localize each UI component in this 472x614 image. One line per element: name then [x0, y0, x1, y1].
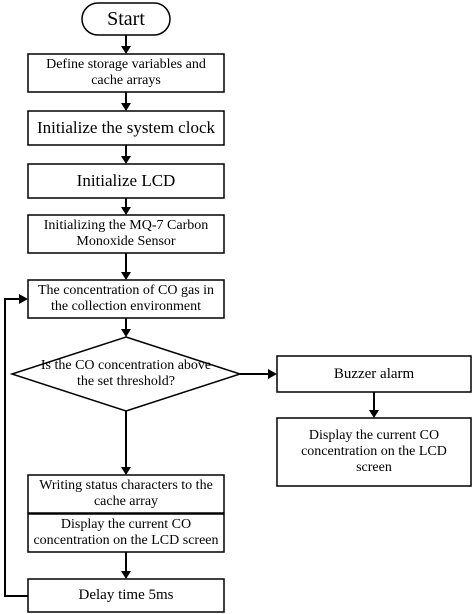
arrowhead-define-clock: [121, 103, 131, 111]
delay-box: [27, 578, 225, 613]
define-vars-label: Define storage variables and cache array…: [46, 57, 206, 88]
loop-back-connector: [4, 298, 28, 597]
define-vars-box: [27, 53, 225, 93]
arrowhead-loop-back: [19, 294, 28, 304]
display-left-label: Display the current CO concentration on …: [33, 517, 219, 548]
decision-label: Is the CO concentration above the set th…: [40, 358, 212, 389]
buzzer-label: Buzzer alarm: [333, 365, 415, 382]
read-concentration-label: The concentration of CO gas in the colle…: [37, 283, 215, 314]
arrowhead-buzzer-display: [369, 410, 379, 418]
write-status-box: [27, 474, 225, 514]
arrowhead-lcd-sensor: [121, 207, 131, 215]
arrowhead-decision-buzzer: [268, 369, 277, 379]
start-label: Start: [107, 7, 145, 30]
arrowhead-sensor-read: [121, 272, 131, 280]
init-lcd-label: Initialize LCD: [76, 171, 176, 191]
arrowhead-read-decision: [121, 329, 131, 337]
arrowhead-decision-write: [121, 467, 131, 475]
display-right-box: [276, 417, 472, 487]
init-sensor-label: Initializing the MQ-7 Carbon Monoxide Se…: [43, 218, 209, 249]
display-right-label: Display the current CO concentration on …: [301, 428, 447, 475]
arrowhead-start-define: [121, 46, 131, 54]
init-clock-label: Initialize the system clock: [37, 118, 215, 138]
write-status-label: Writing status characters to the cache a…: [39, 478, 213, 509]
display-left-box: [27, 513, 225, 553]
delay-label: Delay time 5ms: [78, 587, 174, 604]
arrowhead-display-delay: [121, 571, 131, 579]
init-lcd-box: [27, 163, 225, 199]
arrowhead-clock-lcd: [121, 156, 131, 164]
